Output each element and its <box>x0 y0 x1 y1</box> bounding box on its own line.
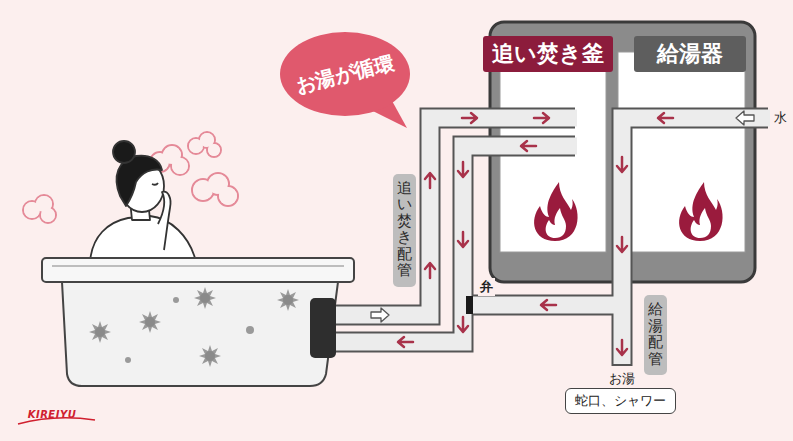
flow-arrows <box>458 317 468 332</box>
node-text: 給湯配管 <box>648 301 663 369</box>
logo-text: KIREIYU <box>28 409 77 420</box>
pipes <box>335 118 768 366</box>
flow-arrows <box>458 162 468 177</box>
inlet-label: 水 <box>774 109 787 127</box>
bathtub <box>89 321 111 343</box>
flow-arrows <box>617 340 627 355</box>
flow-arrows <box>521 141 536 151</box>
pipes <box>333 118 770 366</box>
valve-symbol <box>466 296 473 314</box>
pipe-label: 給湯配管 <box>644 295 667 375</box>
bathtub <box>199 345 221 367</box>
bathtub <box>277 289 299 311</box>
woman-figure <box>90 216 196 262</box>
flow-arrows <box>371 111 754 355</box>
flow-arrows <box>462 113 477 123</box>
outlet-box: 蛇口、シャワー <box>565 388 676 414</box>
woman-figure <box>158 192 171 250</box>
hot-water-label: お湯 <box>609 370 635 388</box>
bathtub <box>194 287 216 309</box>
node-text: 追い焚き配管 <box>397 180 412 281</box>
steam-clouds <box>172 158 188 174</box>
bathtub <box>62 282 338 386</box>
flow-arrows <box>541 300 556 310</box>
woman-figure <box>113 141 135 163</box>
bathtub <box>125 357 131 363</box>
steam-clouds <box>219 187 237 205</box>
node-text: 蛇口、シャワー <box>575 392 666 410</box>
boiler-housing <box>534 182 578 241</box>
pipes <box>463 295 622 316</box>
steam-clouds <box>208 144 220 156</box>
flow-arrows <box>425 263 435 278</box>
bathtub <box>139 311 161 333</box>
steam-clouds <box>24 133 237 222</box>
steam-clouds <box>23 132 238 223</box>
tub-fitting <box>310 298 336 358</box>
flow-arrows <box>534 113 549 123</box>
flow-arrows <box>425 173 435 188</box>
valve-label: 弁 <box>478 278 495 296</box>
steam-clouds <box>41 208 55 222</box>
bubble-body <box>280 32 410 116</box>
steam-clouds <box>23 132 238 223</box>
flow-arrows <box>658 113 673 123</box>
woman-figure <box>152 183 158 185</box>
node-text: 給湯器 <box>657 39 723 69</box>
flow-arrows <box>736 111 754 125</box>
speech-bubble: お湯が循環 <box>280 32 410 116</box>
node-text: 追い焚き釜 <box>492 39 604 69</box>
bathtub <box>173 297 179 303</box>
bathtub <box>246 326 254 334</box>
water-heater-label: 給湯器 <box>634 36 746 72</box>
flow-arrows <box>458 232 468 247</box>
flow-arrows <box>371 308 389 322</box>
bathtub <box>42 258 354 386</box>
pipe-label: 追い焚き配管 <box>393 174 416 287</box>
pipes <box>333 118 770 364</box>
boiler-housing <box>679 182 723 241</box>
pipes <box>463 297 622 314</box>
woman-figure <box>90 141 196 262</box>
flow-arrows <box>617 157 627 172</box>
reheat-boiler-label: 追い焚き釜 <box>483 36 613 72</box>
flow-arrows <box>617 237 627 252</box>
flow-arrows <box>398 337 413 347</box>
bathtub <box>52 265 344 267</box>
boiler-housing <box>618 52 745 252</box>
bathtub <box>42 258 354 282</box>
